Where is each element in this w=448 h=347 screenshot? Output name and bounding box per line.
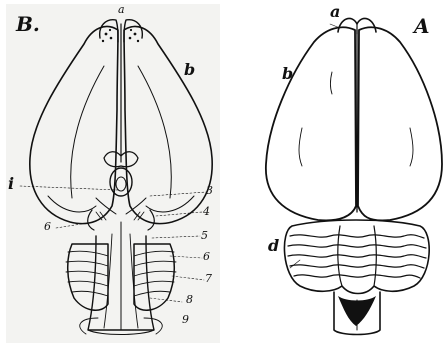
panel-a-label-a: a [330,4,340,20]
panel-b-label-7: 7 [205,273,212,284]
panel-b-label-6-left: 6 [44,221,51,232]
panel-b-label-6-right: 6 [203,251,210,262]
panel-a-left-hemisphere [266,27,356,220]
panel-b-label-9: 9 [182,314,189,325]
panel-b-label-i: i [8,176,14,192]
panel-b-pituitary [110,168,132,196]
panel-b-label-5: 5 [201,230,208,241]
panel-b-title: B. [16,14,40,34]
panel-b-label-3: 3 [206,185,213,196]
panel-b-left-hemisphere [30,26,118,223]
panel-b-label-4: 4 [203,206,210,217]
panel-b-label-8: 8 [186,294,193,305]
panel-b-label-a: a [118,4,125,15]
panel-b-right-hemisphere [124,26,212,223]
panel-a-right-hemisphere [358,27,442,220]
panel-a-label-b: b [282,66,293,82]
panel-a-title: A [414,16,430,36]
panel-a-label-d: d [268,238,279,254]
panel-b-label-b: b [184,62,195,78]
